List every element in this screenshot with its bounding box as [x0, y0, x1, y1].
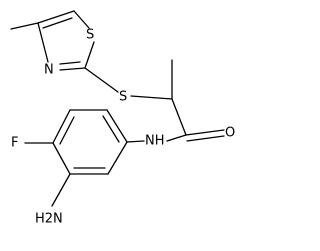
atom-amine: H2N — [35, 212, 63, 227]
bond-c2-n3-double — [59, 61, 81, 65]
molecule-structure: S N S O NH F H2N — [10, 10, 235, 227]
bond-s1-c2 — [84, 41, 95, 69]
bond-methyl-c4 — [10, 22, 39, 30]
atom-sulfur-thioether: S — [119, 90, 127, 105]
bond-c2-n3 — [59, 67, 86, 71]
bond-c5-s1 — [73, 10, 90, 29]
atom-fluorine: F — [11, 136, 18, 151]
bond-n3-c4 — [37, 22, 49, 63]
bond-c2-s — [84, 67, 119, 93]
bond-nh-c1 — [126, 140, 145, 143]
atom-nitrogen-ring: N — [44, 63, 54, 78]
bond-carbonyl-oxygen-double — [186, 135, 225, 142]
bond-c5-amine — [51, 173, 71, 207]
bond-carbonyl-nh — [166, 134, 187, 142]
bond-ring-c6-c1 — [107, 141, 128, 175]
bond-ring-c1-c2 — [106, 109, 128, 143]
bond-ring-c1-c2-double — [102, 115, 120, 143]
atom-oxygen: O — [225, 126, 235, 141]
bond-ring-c4-c5 — [52, 142, 71, 175]
atom-sulfur-ring: S — [86, 28, 94, 43]
bond-carbonyl-oxygen — [185, 129, 225, 136]
bond-s-ch — [130, 95, 173, 100]
bond-ch-carbonyl — [171, 98, 187, 136]
bond-c4-c5 — [37, 10, 75, 24]
bond-c4-c5-double — [42, 17, 73, 29]
bond-ring-c3-c4 — [52, 109, 71, 144]
atom-amide-nh: NH — [145, 134, 165, 149]
bond-ring-c3-c4-double — [59, 116, 75, 145]
